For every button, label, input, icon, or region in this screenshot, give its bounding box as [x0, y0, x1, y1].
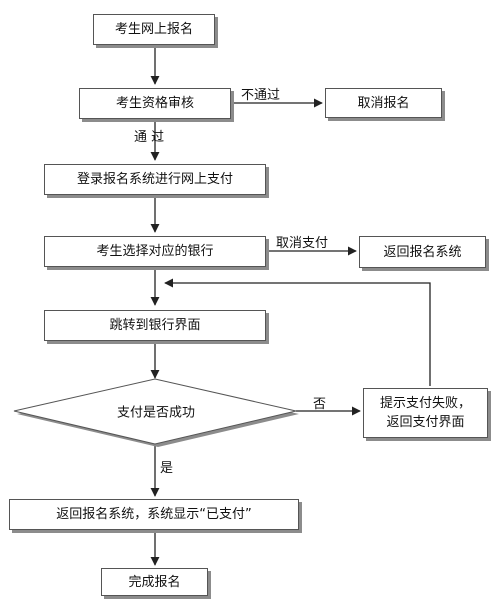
node-review: 考生资格审核: [79, 88, 231, 119]
edge-label-yes: 是: [160, 461, 174, 476]
edge-label-pass: 通 过: [134, 130, 165, 145]
decision-diamond: [13, 378, 297, 445]
node-login-pay: 登录报名系统进行网上支付: [44, 164, 266, 195]
node-complete: 完成报名: [101, 568, 208, 596]
node-choose-bank: 考生选择对应的银行: [44, 236, 266, 267]
edge-label-not-pass: 不通过: [241, 88, 281, 103]
arrow-failed-loop-back: [164, 278, 431, 386]
edge-label-no: 否: [313, 397, 327, 412]
node-show-paid: 返回报名系统，系统显示“已支付”: [9, 499, 299, 530]
node-jump-to-bank: 跳转到银行界面: [44, 310, 266, 341]
node-back-to-system: 返回报名系统: [359, 236, 486, 268]
payment-failed-line2: 返回支付界面: [386, 415, 465, 430]
payment-failed-line1: 提示支付失败，: [379, 396, 471, 411]
node-cancel-registration: 取消报名: [325, 88, 442, 118]
node-payment-failed: 提示支付失败， 返回支付界面: [363, 388, 488, 438]
node-apply-online: 考生网上报名: [93, 14, 215, 45]
edge-label-cancel-payment: 取消支付: [276, 236, 329, 251]
node-payment-success-decision: 支付是否成功: [116, 405, 196, 421]
